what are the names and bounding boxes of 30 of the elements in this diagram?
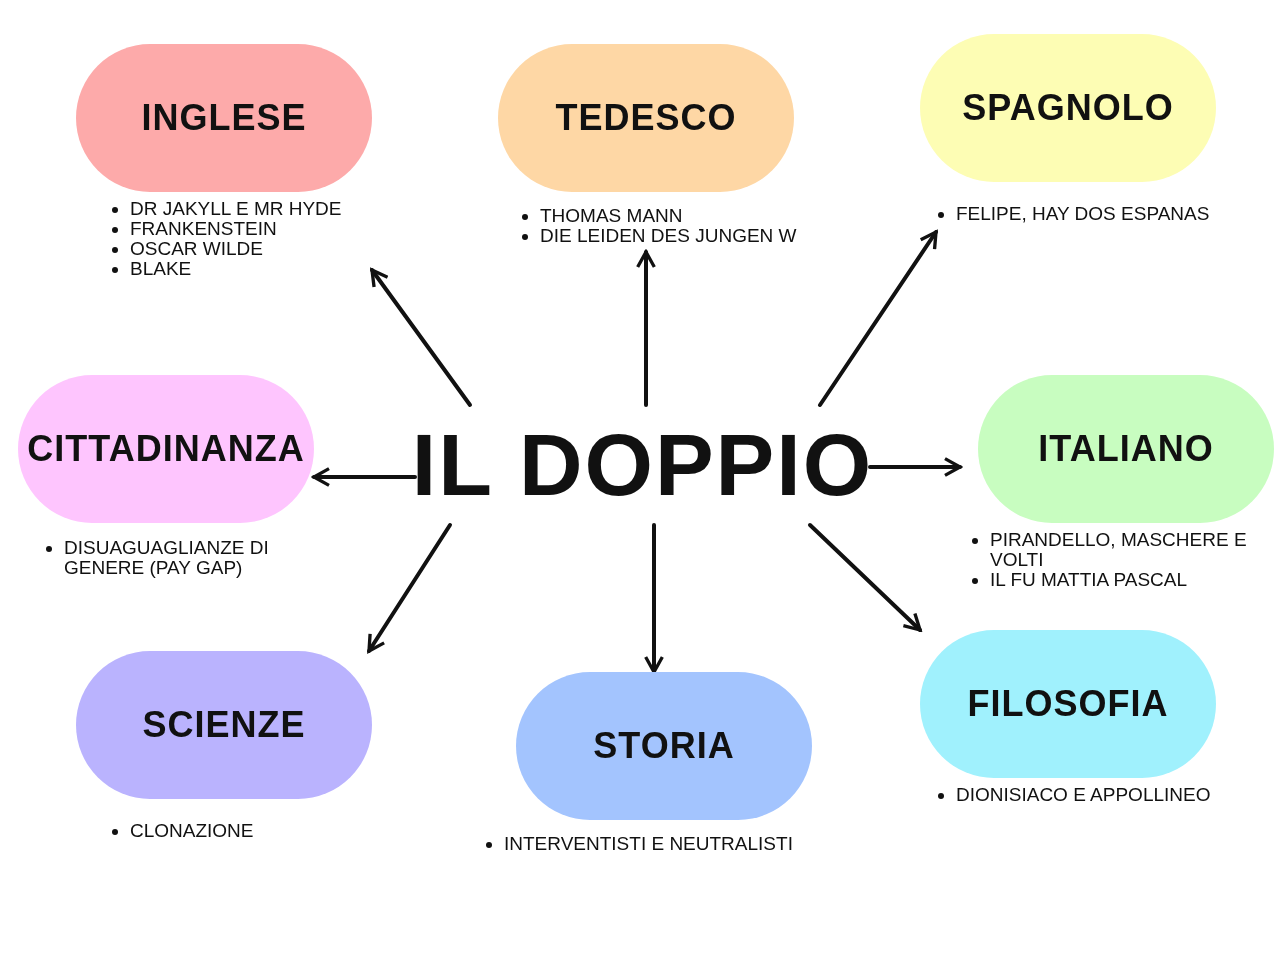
- arrow: [644, 523, 664, 674]
- topic-pill: TEDESCO: [498, 44, 794, 192]
- central-title: IL DOPPIO: [415, 405, 870, 525]
- arrow: [367, 523, 452, 653]
- topic-pill: SCIENZE: [76, 651, 372, 799]
- bullet-text: CLONAZIONE: [130, 820, 254, 841]
- topic-pill: CITTADINANZA: [18, 375, 314, 523]
- bullet-text: IL FU MATTIA PASCAL: [990, 569, 1188, 590]
- bullet-text: INTERVENTISTI E NEUTRALISTI: [504, 833, 793, 854]
- topic-pill: INGLESE: [76, 44, 372, 192]
- arrow: [868, 457, 962, 477]
- arrow: [636, 250, 656, 407]
- bullet-text: PIRANDELLO, MASCHERE E VOLTI: [990, 529, 1247, 570]
- bullet-text: DISUAGUAGLIANZE DI GENERE (PAY GAP): [64, 537, 269, 578]
- topic-pill: SPAGNOLO: [920, 34, 1216, 182]
- topic-pill: FILOSOFIA: [920, 630, 1216, 778]
- arrow: [370, 268, 472, 407]
- arrow: [808, 523, 922, 632]
- arrow: [818, 230, 938, 407]
- arrow: [312, 467, 417, 487]
- bullet-text: THOMAS MANN: [540, 205, 683, 226]
- bullet-text: DIONISIACO E APPOLLINEO: [956, 784, 1211, 805]
- bullet-text: FRANKENSTEIN: [130, 218, 277, 239]
- bullet-text: FELIPE, HAY DOS ESPANAS: [956, 203, 1210, 224]
- bullet-text: DR JAKYLL E MR HYDE: [130, 198, 342, 219]
- bullet-text: DIE LEIDEN DES JUNGEN W: [540, 225, 797, 246]
- bullet-text: OSCAR WILDE: [130, 238, 264, 259]
- topic-pill: ITALIANO: [978, 375, 1274, 523]
- topic-pill: STORIA: [516, 672, 812, 820]
- bullet-text: BLAKE: [130, 258, 192, 279]
